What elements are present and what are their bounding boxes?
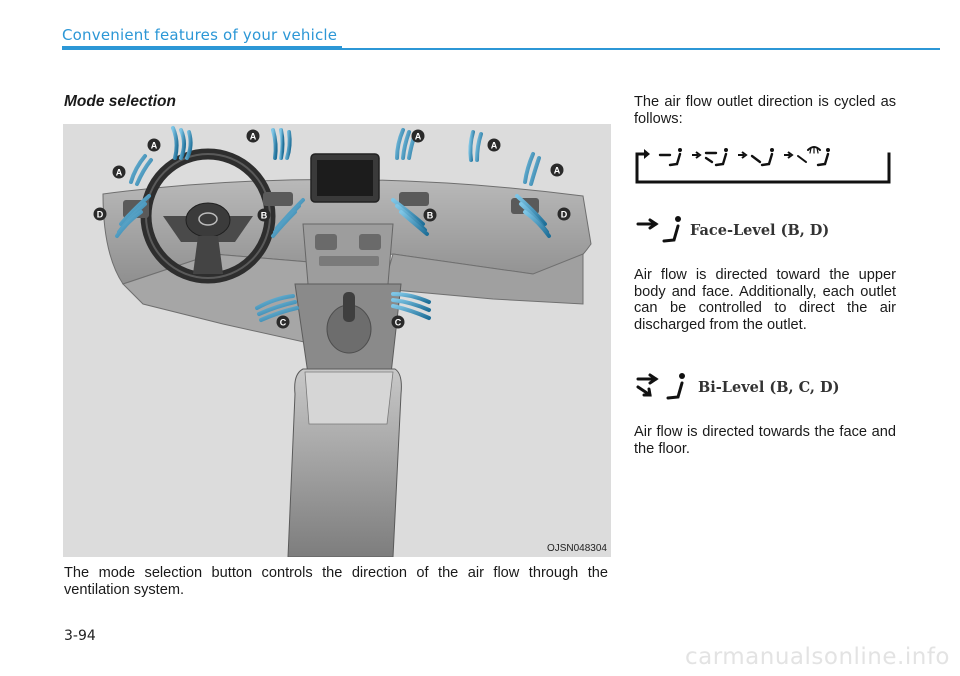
outlet-label-a: A [554, 166, 561, 176]
page-number: 3-94 [64, 628, 96, 644]
outlet-label-d: D [97, 210, 104, 220]
bi-level-icon [704, 148, 728, 167]
outlet-label-d: D [561, 210, 568, 220]
face-level-icon [636, 216, 681, 243]
bi-level-description: Air flow is directed towards the face an… [634, 424, 896, 457]
mode-selection-caption: The mode selection button controls the d… [64, 565, 608, 598]
bi-level-row: Bi-Level (B, C, D) [634, 371, 896, 405]
header-rule [342, 48, 940, 50]
face-level-icon [658, 148, 682, 167]
outlet-label-a: A [151, 141, 158, 151]
bi-level-label: Bi-Level (B, C, D) [698, 379, 840, 396]
outlet-label-c: C [395, 318, 402, 328]
header-rule-accent [62, 46, 342, 50]
outlet-label-b: B [427, 211, 434, 221]
watermark: carmanualsonline.info [684, 644, 950, 670]
cycle-intro: The air flow outlet direction is cycled … [634, 94, 896, 127]
outlet-label-b: B [261, 211, 268, 221]
dashboard-figure: A A A A A A D D B B C C OJSN048304 [63, 124, 611, 557]
mode-selection-heading: Mode selection [64, 93, 176, 110]
outlet-label-a: A [250, 132, 257, 142]
floor-level-icon [750, 148, 774, 167]
face-level-label: Face-Level (B, D) [690, 222, 830, 239]
outlet-label-c: C [280, 318, 287, 328]
section-header: Convenient features of your vehicle [62, 26, 338, 44]
outlet-label-a: A [415, 132, 422, 142]
face-level-row: Face-Level (B, D) [634, 214, 896, 248]
floor-defrost-icon [797, 146, 830, 167]
face-level-description: Air flow is directed toward the upper bo… [634, 267, 896, 333]
mode-cycle-diagram [635, 146, 891, 184]
outlet-label-a: A [491, 141, 498, 151]
outlet-label-a: A [116, 168, 123, 178]
bi-level-icon [636, 373, 685, 400]
figure-code: OJSN048304 [546, 543, 607, 554]
